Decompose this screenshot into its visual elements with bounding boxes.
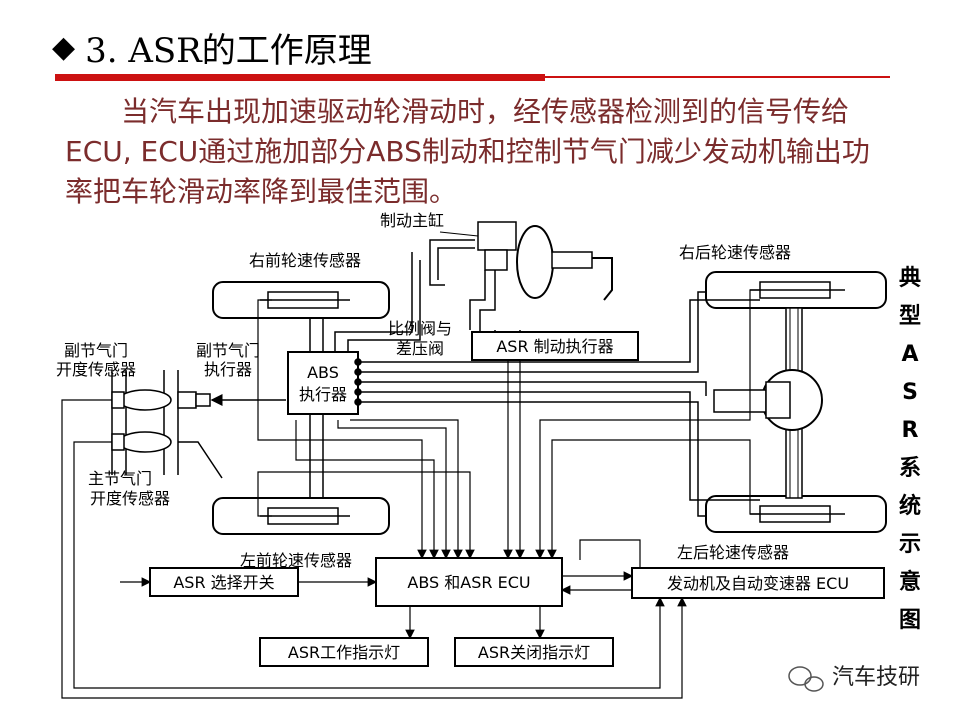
abs-to-rear-lines	[309, 291, 760, 517]
abs-asr-ecu: ABS 和ASR ECU	[375, 557, 563, 607]
main-throttle-sensor-label-2: 开度传感器	[90, 489, 170, 508]
asr-work-lamp: ASR工作指示灯	[259, 637, 429, 667]
sensor-wires	[257, 289, 760, 560]
slide-title-text: 3. ASR的工作原理	[85, 30, 372, 71]
intro-text: 当汽车出现加速驱动轮滑动时，经传感器检测到的信号传给ECU, ECU通过施加部分…	[65, 95, 870, 208]
watermark-text: 汽车技研	[832, 665, 920, 690]
side-title-char: 示	[899, 532, 921, 557]
intro-paragraph: 当汽车出现加速驱动轮滑动时，经传感器检测到的信号传给ECU, ECU通过施加部分…	[65, 92, 895, 212]
title-underline-thin	[545, 76, 890, 78]
proportioning-valve-label-2: 差压阀	[396, 339, 444, 358]
front-right-wheel	[212, 281, 390, 319]
rear-left-wheel	[705, 495, 887, 533]
diamond-bullet-icon: ◆	[52, 29, 76, 65]
sub-throttle-actuator-label-2: 执行器	[204, 360, 252, 379]
asr-brake-actuator: ASR 制动执行器	[471, 331, 639, 361]
front-right-sensor-label: 右前轮速传感器	[249, 251, 361, 270]
sub-throttle-actuator-label-1: 副节气门	[196, 341, 260, 360]
asr-actuator-label: ASR 制动执行器	[496, 337, 613, 356]
ecu-connections	[61, 399, 687, 699]
side-title-char: 统	[899, 493, 921, 519]
side-title-char: S	[902, 380, 918, 405]
rear-differential	[713, 307, 823, 499]
master-cylinder-label: 制动主缸	[380, 211, 444, 230]
wechat-icon	[788, 666, 824, 692]
watermark: 汽车技研	[788, 665, 920, 692]
engine-ecu-label: 发动机及自动变速器 ECU	[667, 574, 849, 593]
side-title-char: 系	[899, 456, 921, 481]
side-title-char: 型	[899, 304, 921, 329]
slide-title: ◆ 3. ASR的工作原理	[52, 22, 372, 72]
side-title-char: 图	[899, 608, 921, 633]
abs-actuator: ABS 执行器	[287, 351, 359, 415]
throttle-assembly	[111, 370, 286, 479]
abs-actuator-label-2: 执行器	[299, 385, 347, 404]
abs-actuator-label-1: ABS	[307, 363, 339, 382]
title-underline-thick	[55, 74, 545, 81]
side-title-char: R	[902, 418, 919, 443]
rear-left-sensor-label: 左后轮速传感器	[677, 543, 789, 562]
rear-right-wheel	[705, 271, 887, 309]
proportioning-valve-label-1: 比例阀与	[388, 319, 452, 338]
side-title: 典 型 A S R 系 统 示 意 图	[899, 266, 921, 633]
asr-off-lamp: ASR关闭指示灯	[454, 637, 614, 667]
engine-ecu: 发动机及自动变速器 ECU	[631, 567, 885, 599]
brake-lines	[334, 239, 521, 352]
side-title-char: 典	[899, 266, 921, 291]
asr-work-lamp-label: ASR工作指示灯	[288, 643, 400, 662]
asr-switch-label: ASR 选择开关	[173, 573, 274, 592]
front-left-wheel	[212, 497, 390, 535]
sub-throttle-sensor-label-1: 副节气门	[64, 341, 128, 360]
asr-off-lamp-label: ASR关闭指示灯	[478, 643, 590, 662]
sub-throttle-sensor-label-2: 开度传感器	[56, 360, 136, 379]
rear-right-sensor-label: 右后轮速传感器	[679, 243, 791, 262]
front-left-sensor-label: 左前轮速传感器	[240, 551, 352, 570]
brake-master-cylinder	[439, 221, 613, 301]
side-title-char: 意	[899, 569, 921, 595]
side-title-char: A	[901, 342, 918, 367]
ecu-label: ABS 和ASR ECU	[407, 573, 530, 592]
asr-select-switch: ASR 选择开关	[149, 567, 299, 597]
main-throttle-sensor-label-1: 主节气门	[88, 469, 152, 488]
